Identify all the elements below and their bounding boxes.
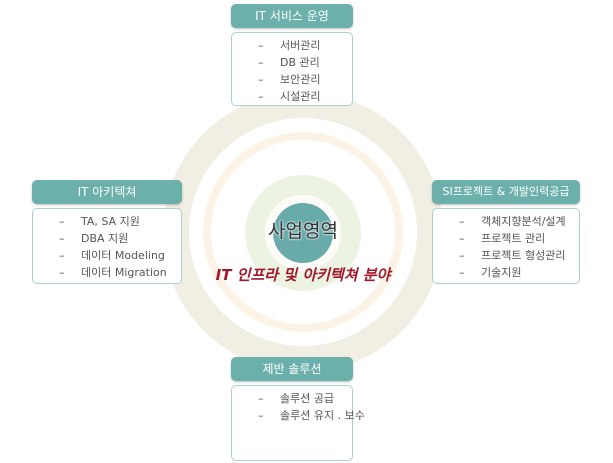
middle-ring: [203, 132, 403, 332]
right-box: 객체지향분석/설계 프로젝트 관리 프로젝트 형성관리 기술지원: [432, 208, 580, 284]
list-item: 프로젝트 형성관리: [459, 247, 579, 264]
top-box: 서버관리 DB 관리 보안관리 시설관리: [231, 32, 353, 106]
list-item: 객체지향분석/설계: [459, 213, 579, 230]
center-circle: [273, 203, 333, 263]
left-header: IT 아키텍쳐: [32, 180, 182, 204]
list-item: 보안관리: [258, 71, 352, 88]
right-header: SI프로젝트 & 개발인력공급: [432, 180, 580, 204]
center-subtitle: IT 인프라 및 아키텍쳐 분야: [215, 266, 391, 284]
list-item: 기술지원: [459, 264, 579, 281]
bottom-box: 솔루션 공급 솔루션 유지 . 보수: [231, 385, 365, 461]
left-box: TA, SA 지원 DBA 지원 데이터 Modeling 데이터 Migrat…: [32, 208, 182, 284]
list-item: TA, SA 지원: [59, 213, 181, 230]
center-title: 사업영역: [268, 220, 338, 242]
top-header: IT 서비스 운영: [231, 4, 353, 28]
bottom-header: 제반 솔루션: [231, 357, 353, 381]
list-item: 솔루션 유지 . 보수: [258, 407, 365, 424]
list-item: 서버관리: [258, 37, 352, 54]
list-item: DB 관리: [258, 54, 352, 71]
list-item: 데이터 Modeling: [59, 247, 181, 264]
list-item: 솔루션 공급: [258, 390, 352, 407]
list-item: 데이터 Migration: [59, 264, 181, 281]
list-item: 프로젝트 관리: [459, 230, 579, 247]
list-item: DBA 지원: [59, 230, 181, 247]
list-item: 시설관리: [258, 88, 352, 105]
